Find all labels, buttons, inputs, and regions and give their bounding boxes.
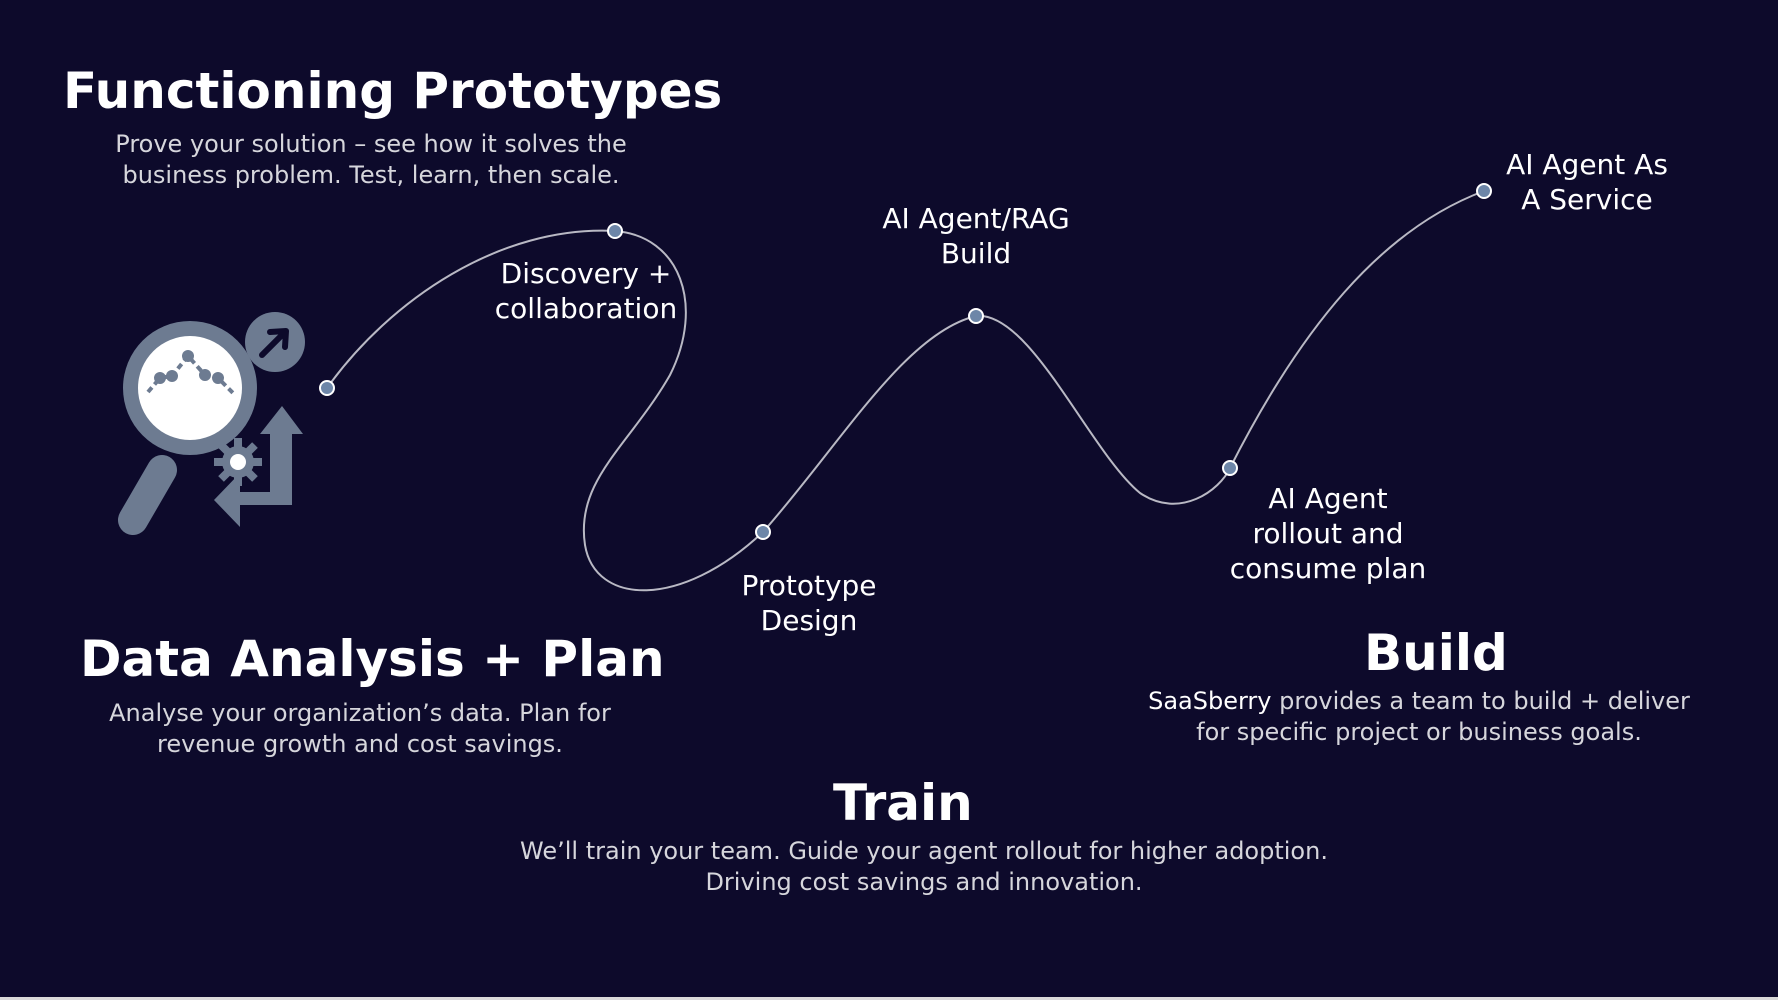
node-label-prototype: Prototype Design	[741, 569, 877, 637]
data-analysis-title: Data Analysis + Plan	[80, 630, 665, 688]
train-title: Train	[833, 774, 973, 832]
node-label-rag: AI Agent/RAG Build	[882, 202, 1070, 270]
magnifier-chart-arrows-gear-icon	[118, 312, 305, 535]
curve-node-discovery	[607, 223, 623, 239]
node-label-rollout: AI Agent rollout and consume plan	[1229, 482, 1427, 585]
curve-node-rag	[968, 308, 984, 324]
build-desc-text: provides a team to build + deliver for s…	[1196, 687, 1690, 746]
bottom-border	[0, 997, 1778, 1000]
node-label-service: AI Agent As A Service	[1506, 148, 1668, 216]
data-analysis-desc: Analyse your organization’s data. Plan f…	[109, 699, 611, 758]
brand-name: SaaSberry	[1148, 687, 1272, 715]
curve-node-rollout	[1222, 460, 1238, 476]
build-title: Build	[1364, 624, 1508, 682]
node-label-discovery: Discovery + collaboration	[494, 257, 678, 325]
functioning-prototypes-desc: Prove your solution – see how it solves …	[115, 130, 627, 189]
train-desc: We’ll train your team. Guide your agent …	[520, 837, 1328, 896]
build-desc: SaaSberry provides a team to build + del…	[1134, 686, 1704, 748]
functioning-prototypes-title: Functioning Prototypes	[63, 62, 723, 120]
curve-node-prototype	[755, 524, 771, 540]
curve-node-start	[319, 380, 335, 396]
curve-node-service	[1476, 183, 1492, 199]
